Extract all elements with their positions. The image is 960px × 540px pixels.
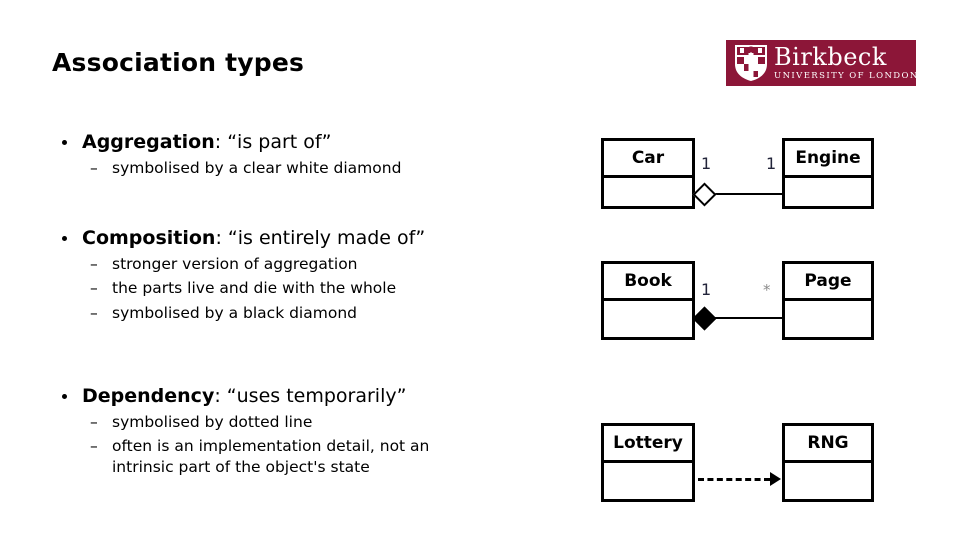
uml-multiplicity-source: 1 xyxy=(701,280,712,299)
logo-subtitle: UNIVERSITY OF LONDON xyxy=(774,71,916,82)
bullet-block-dependency: Dependency: “uses temporarily” –symbolis… xyxy=(56,385,576,478)
birkbeck-logo: Birkbeck UNIVERSITY OF LONDON xyxy=(726,40,916,86)
sub-bullet: –symbolised by a clear white diamond xyxy=(56,157,576,179)
bullet-definition: : “uses temporarily” xyxy=(214,385,407,407)
uml-multiplicity-target: * xyxy=(763,281,771,299)
uml-class-attributes xyxy=(604,463,692,536)
bullet-term: Aggregation xyxy=(82,131,215,153)
sub-bullet: –symbolised by a black diamond xyxy=(56,302,576,324)
sub-bullet-label: symbolised by a black diamond xyxy=(112,303,357,322)
uml-dependency-arrowhead-icon xyxy=(770,472,781,486)
uml-association-line xyxy=(710,317,783,319)
bullet-composition: Composition: “is entirely made of” xyxy=(56,227,576,251)
bullet-term: Composition xyxy=(82,227,216,249)
sub-bullet-dash-icon: – xyxy=(90,279,98,298)
bullet-dot-icon xyxy=(62,140,67,146)
sub-bullet-dash-icon: – xyxy=(90,254,98,273)
uml-class-name: Book xyxy=(604,264,692,301)
uml-association-line xyxy=(710,193,783,195)
sub-bullet-label: intrinsic part of the object's state xyxy=(112,457,370,476)
sub-bullet-dash-icon: – xyxy=(90,412,98,431)
uml-multiplicity-source: 1 xyxy=(701,154,712,173)
bullet-term: Dependency xyxy=(82,385,215,407)
uml-dependency-dashed-line xyxy=(698,478,770,481)
bullet-dot-icon xyxy=(62,394,67,400)
uml-multiplicity-target: 1 xyxy=(766,154,777,173)
uml-class-rng[interactable]: RNG xyxy=(782,423,874,502)
sub-bullet: –the parts live and die with the whole xyxy=(56,277,576,299)
bullet-definition: : “is part of” xyxy=(214,131,332,153)
page-title: Association types xyxy=(52,48,305,77)
sub-bullet-label: symbolised by dotted line xyxy=(112,412,313,431)
bullet-block-composition: Composition: “is entirely made of” –stro… xyxy=(56,227,576,324)
sub-bullet-continuation: intrinsic part of the object's state xyxy=(56,456,576,478)
sub-bullet: –often is an implementation detail, not … xyxy=(56,435,576,457)
uml-class-attributes xyxy=(785,463,871,536)
sub-bullet-label: often is an implementation detail, not a… xyxy=(112,437,430,456)
sub-bullet-dash-icon: – xyxy=(90,158,98,177)
bullet-block-aggregation: Aggregation: “is part of” –symbolised by… xyxy=(56,131,576,179)
sub-bullet-label: symbolised by a clear white diamond xyxy=(112,158,402,177)
uml-class-book[interactable]: Book xyxy=(601,261,695,340)
sub-bullet: –stronger version of aggregation xyxy=(56,253,576,275)
sub-bullet-label: stronger version of aggregation xyxy=(112,254,358,273)
bullet-dot-icon xyxy=(62,236,67,242)
uml-class-name: RNG xyxy=(785,426,871,463)
uml-class-car[interactable]: Car xyxy=(601,138,695,209)
sub-bullet-label: the parts live and die with the whole xyxy=(112,279,397,298)
bullet-dependency: Dependency: “uses temporarily” xyxy=(56,385,576,409)
logo-wordmark: Birkbeck xyxy=(774,43,887,72)
bullet-aggregation: Aggregation: “is part of” xyxy=(56,131,576,155)
sub-bullet-dash-icon: – xyxy=(90,303,98,322)
uml-class-name: Lottery xyxy=(604,426,692,463)
uml-class-lottery[interactable]: Lottery xyxy=(601,423,695,502)
uml-class-page[interactable]: Page xyxy=(782,261,874,340)
uml-class-name: Page xyxy=(785,264,871,301)
sub-bullet: –symbolised by dotted line xyxy=(56,411,576,433)
bullet-definition: : “is entirely made of” xyxy=(215,227,426,249)
uml-class-name: Car xyxy=(604,141,692,178)
sub-bullet-dash-icon: – xyxy=(90,437,98,456)
uml-class-engine[interactable]: Engine xyxy=(782,138,874,209)
birkbeck-shield-crest-icon xyxy=(735,45,767,81)
uml-class-name: Engine xyxy=(785,141,871,178)
